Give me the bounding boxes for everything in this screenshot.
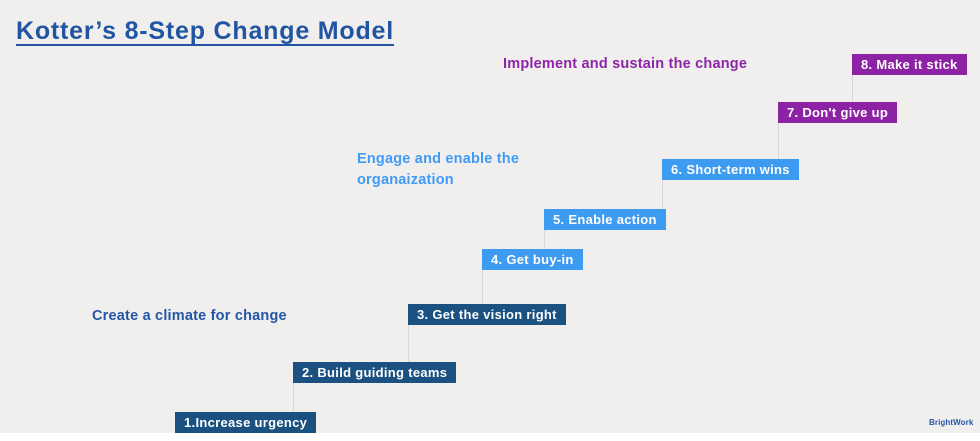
connector-line-step2-step1 (293, 383, 294, 412)
phase-label-create-climate: Create a climate for change (92, 308, 287, 324)
connector-line-step3-step2 (408, 325, 409, 362)
connector-line-step6-step5 (662, 180, 663, 209)
step-3-box: 3. Get the vision right (408, 304, 566, 325)
connector-line-step8-step7 (852, 75, 853, 102)
step-7-box: 7. Don't give up (778, 102, 898, 123)
phase-label-engage-enable: Engage and enable the organaization (357, 151, 520, 188)
bottom-white-strip (0, 433, 980, 441)
phase-label-implement-sustain: Implement and sustain the change (503, 56, 748, 72)
page-title: Kotter’s 8-Step Change Model (16, 17, 394, 45)
connector-line-step5-step4 (544, 230, 545, 249)
step-1-box: 1.Increase urgency (175, 412, 317, 433)
step-5-box: 5. Enable action (544, 209, 666, 230)
step-6-box: 6. Short-term wins (662, 159, 799, 180)
connector-line-step4-step3 (482, 270, 483, 304)
step-8-box: 8. Make it stick (852, 54, 967, 75)
brightwork-logo: BrightWork (929, 418, 974, 427)
connector-line-step7-step6 (778, 123, 779, 159)
step-4-box: 4. Get buy-in (482, 249, 583, 270)
step-2-box: 2. Build guiding teams (293, 362, 457, 383)
